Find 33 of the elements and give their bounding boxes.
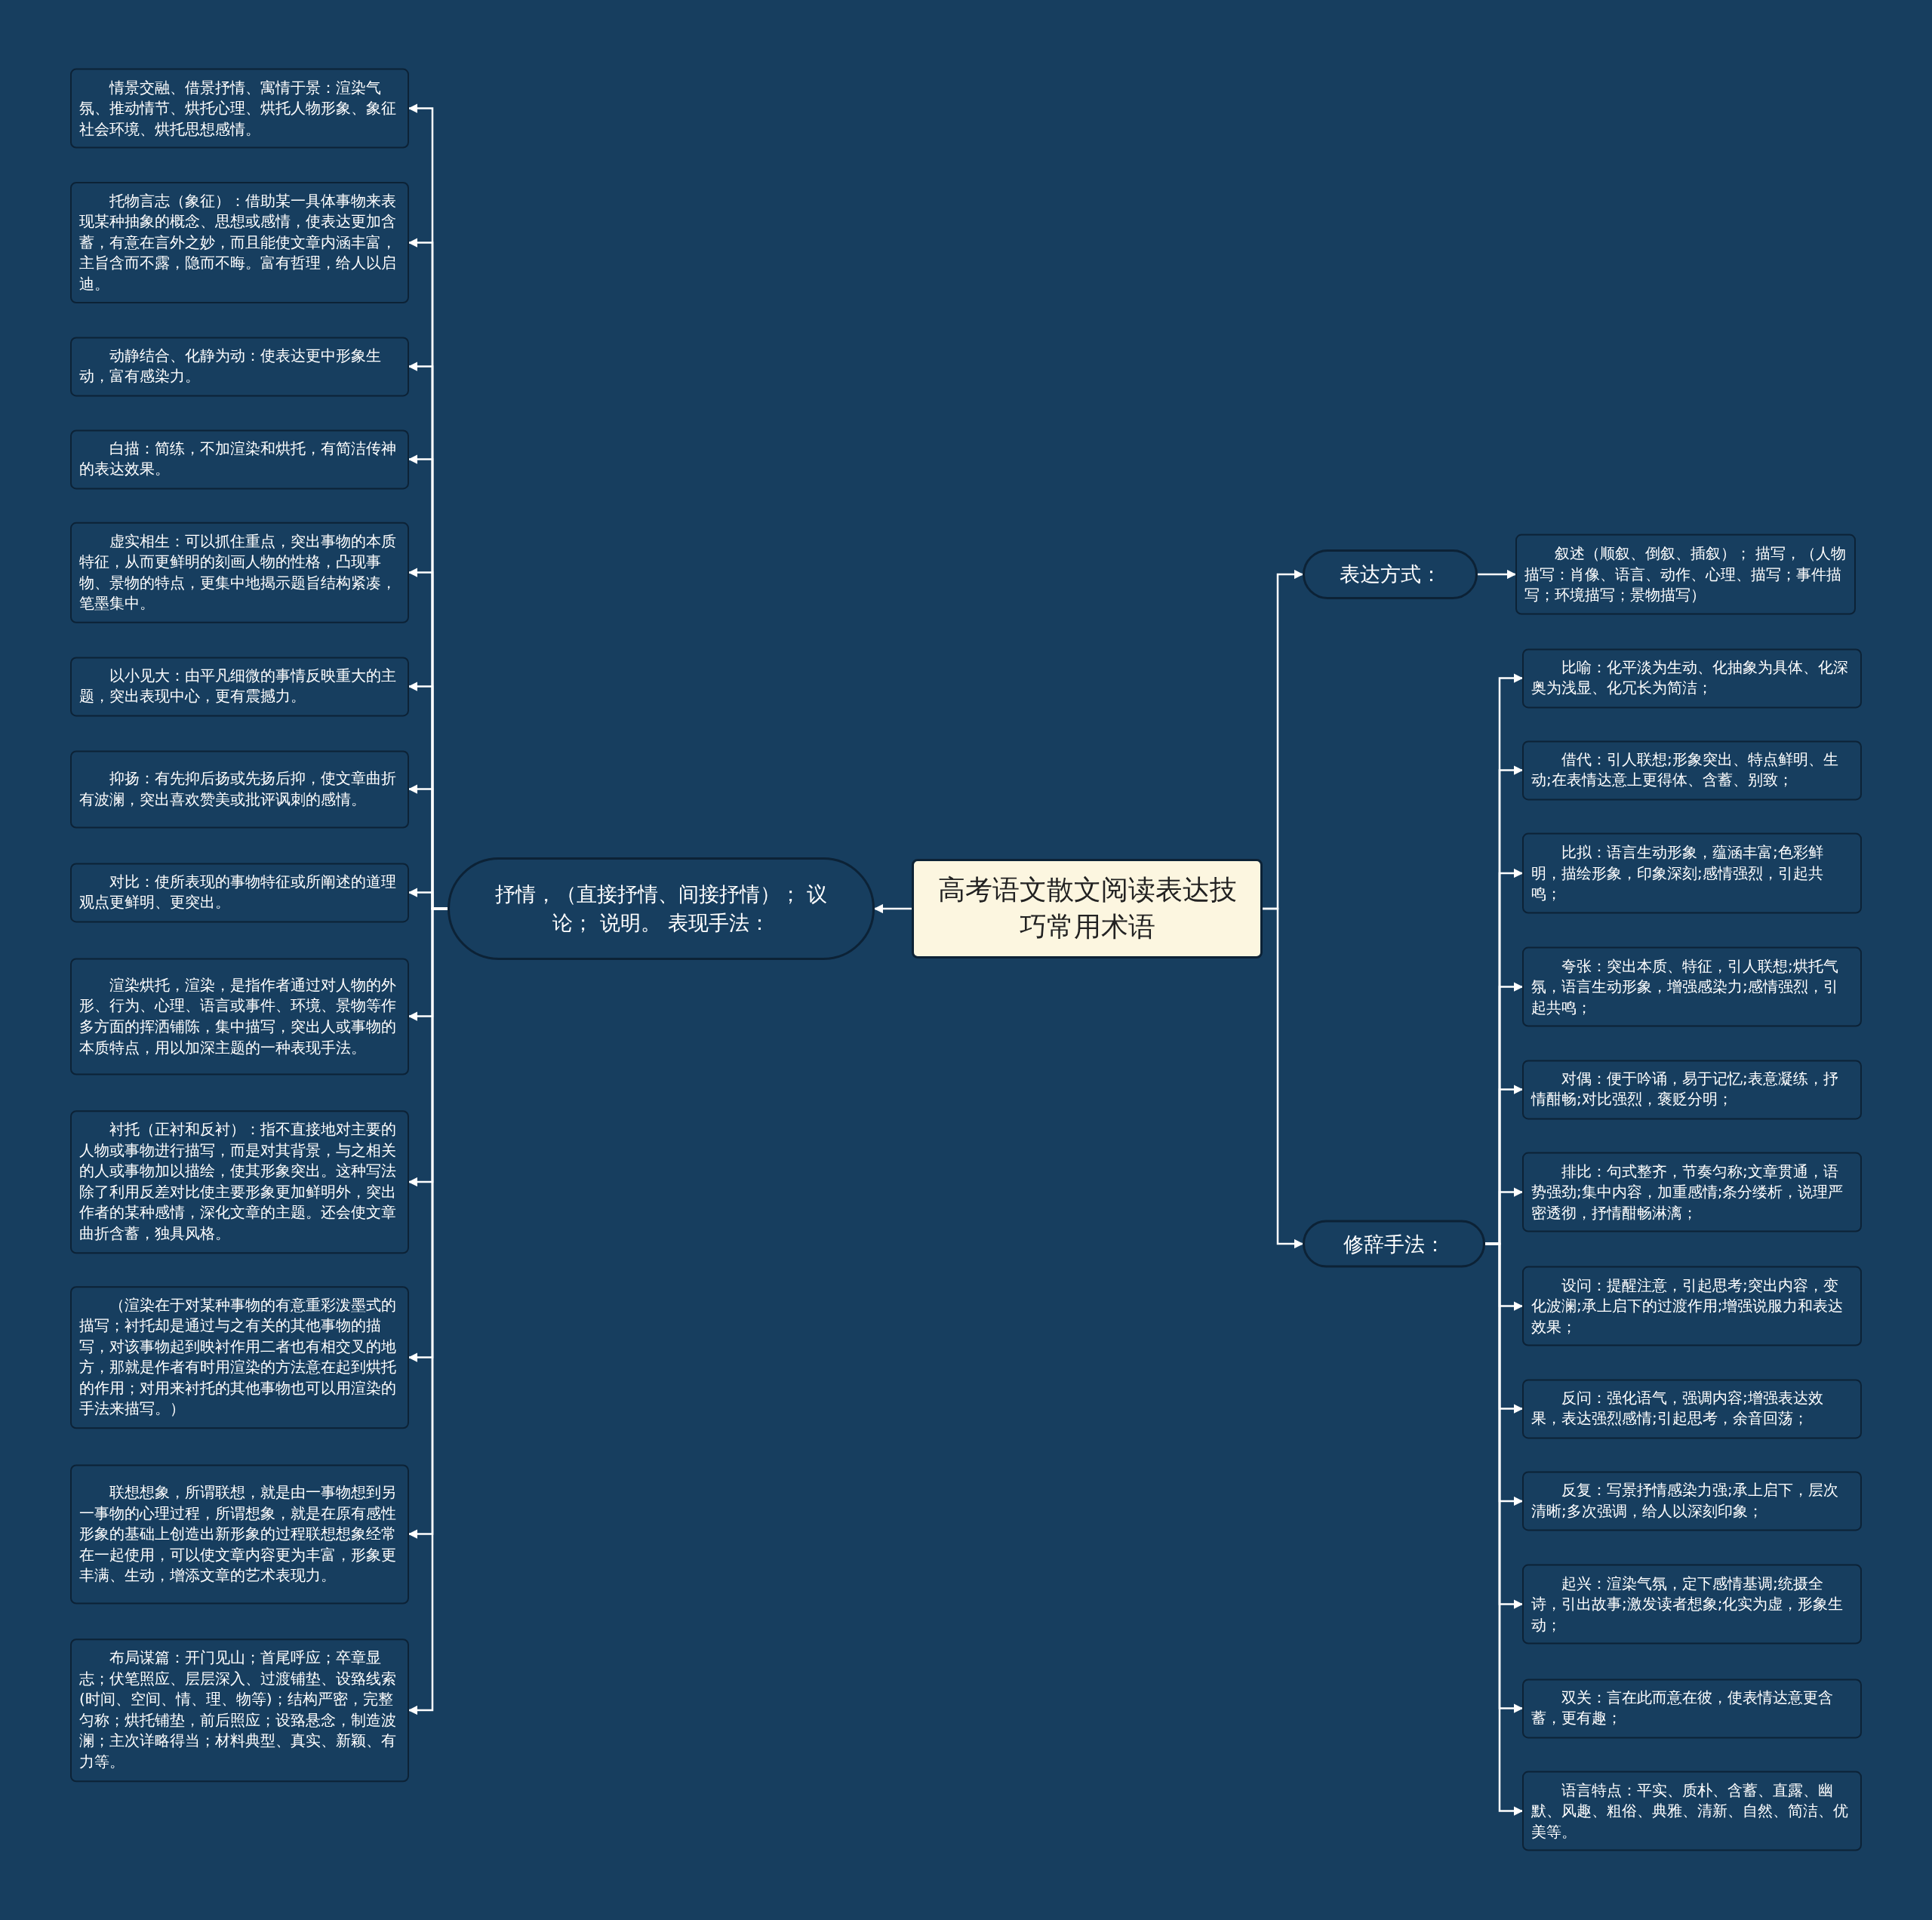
note-box: 设问：提醒注意，引起思考;突出内容，变化波澜;承上启下的过渡作用;增强说服力和表达效果； <box>1522 1266 1862 1346</box>
note-box: 布局谋篇：开门见山；首尾呼应；卒章显志；伏笔照应、层层深入、过渡铺垫、设臵线索(时间、空间、情、理、物等)；结构严密，完整匀称；烘托铺垫，前后照应；设臵悬念，制造波澜；主次详略得当；材料典型、真实、新颖、有力等。 <box>70 1638 409 1782</box>
note-box: 白描：简练，不加渲染和烘托，有简洁传神的表达效果。 <box>70 429 409 490</box>
note-box: 对比：使所表现的事物特征或所阐述的道理观点更鲜明、更突出。 <box>70 862 409 923</box>
note-box: 反复：写景抒情感染力强;承上启下，层次清晰;多次强调，给人以深刻印象； <box>1522 1471 1862 1531</box>
note-box: 语言特点：平实、质朴、含蓄、直露、幽默、风趣、粗俗、典雅、清新、自然、简洁、优美等。 <box>1522 1771 1862 1851</box>
note-box: 排比：句式整齐，节奏匀称;文章贯通，语势强劲;集中内容，加重感情;条分缕析，说理严密透彻，抒情酣畅淋漓； <box>1522 1152 1862 1232</box>
note-box: 渲染烘托，渲染，是指作者通过对人物的外形、行为、心理、语言或事件、环境、景物等作多方面的挥洒铺陈，集中描写，突出人或事物的本质特点，用以加深主题的一种表现手法。 <box>70 958 409 1075</box>
connector-arrow <box>1263 907 1304 1249</box>
connector-arrow <box>873 903 912 914</box>
note-box: 夸张：突出本质、特征，引人联想;烘托气氛，语言生动形象，增强感染力;感情强烈，引起共鸣； <box>1522 946 1862 1027</box>
branch-pill: 修辞手法： <box>1303 1220 1485 1268</box>
note-box: 双关：言在此而意在彼，使表情达意更含蓄，更有趣； <box>1522 1678 1862 1739</box>
root-topic-box: 高考语文散文阅读表达技巧常用术语 <box>912 859 1263 958</box>
note-box: 联想想象，所谓联想，就是由一事物想到另一事物的心理过程，所谓想象，就是在原有感性形象的基础上创造出新形象的过程联想想象经常在一起使用，可以使文章内容更为丰富，形象更丰满、生动，增添文章的艺术表现力。 <box>70 1464 409 1604</box>
connector-arrow <box>1478 569 1517 580</box>
note-box: 抑扬：有先抑后扬或先扬后抑，使文章曲折有波澜，突出喜欢赞美或批评讽刺的感情。 <box>70 750 409 828</box>
note-box: 对偶：便于吟诵，易于记忆;表意凝练，抒情酣畅;对比强烈，褒贬分明； <box>1522 1059 1862 1120</box>
note-box: 虚实相生：可以抓住重点，突出事物的本质特征，从而更鲜明的刻画人物的性格，凸现事物、景物的特点，更集中地揭示题旨结构紧凑，笔墨集中。 <box>70 522 409 623</box>
note-box: 衬托（正衬和反衬）：指不直接地对主要的人物或事物进行描写，而是对其背景，与之相关的人或事物加以描绘，使其形象突出。这种写法除了利用反差对比使主要形象更加鲜明外，突出作者的某种感情，深化文章的主题。还会使文章曲折含蓄，独具风格。 <box>70 1110 409 1254</box>
note-box: 反问：强化语气，强调内容;增强表达效果，表达强烈感情;引起思考，余音回荡； <box>1522 1378 1862 1439</box>
note-box: （渲染在于对某种事物的有意重彩泼墨式的描写；衬托却是通过与之有关的其他事物的描写，对该事物起到映衬作用二者也有相交叉的地方，那就是作者有时用渲染的方法意在起到烘托的作用；对用来衬托的其他事物也可以用渲染的手法来描写。） <box>70 1285 409 1429</box>
note-box: 动静结合、化静为动：使表达更中形象生动，富有感染力。 <box>70 336 409 397</box>
note-box: 起兴：渲染气氛，定下感情基调;统摄全诗，引出故事;激发读者想象;化实为虚，形象生动； <box>1522 1564 1862 1645</box>
note-box: 比拟：语言生动形象，蕴涵丰富;色彩鲜明，描绘形象，印象深刻;感情强烈，引起共鸣； <box>1522 832 1862 914</box>
note-box: 托物言志（象征）：借助某一具体事物来表现某种抽象的概念、思想或感情，使表达更加含蓄，有意在言外之妙，而且能使文章内涵丰富，主旨含而不露，隐而不晦。富有哲理，给人以启迪。 <box>70 181 409 304</box>
branch-pill: 表达方式： <box>1303 549 1478 599</box>
note-box: 情景交融、借景抒情、寓情于景：渲染气氛、推动情节、烘托心理、烘托人物形象、象征社会环境、烘托思想感情。 <box>70 68 409 149</box>
note-box: 比喻：化平淡为生动、化抽象为具体、化深奥为浅显、化冗长为简洁； <box>1522 648 1862 709</box>
note-box: 借代：引人联想;形象突出、特点鲜明、生动;在表情达意上更得体、含蓄、别致； <box>1522 740 1862 801</box>
note-box: 叙述（顺叙、倒叙、插叙）； 描写，（人物描写：肖像、语言、动作、心理、描写；事件描写；环境描写；景物描写） <box>1515 534 1856 615</box>
note-box: 以小见大：由平凡细微的事情反映重大的主题，突出表现中心，更有震撼力。 <box>70 656 409 717</box>
branch-pill: 抒情，（直接抒情、间接抒情）； 议论； 说明。 表现手法： <box>448 857 875 960</box>
